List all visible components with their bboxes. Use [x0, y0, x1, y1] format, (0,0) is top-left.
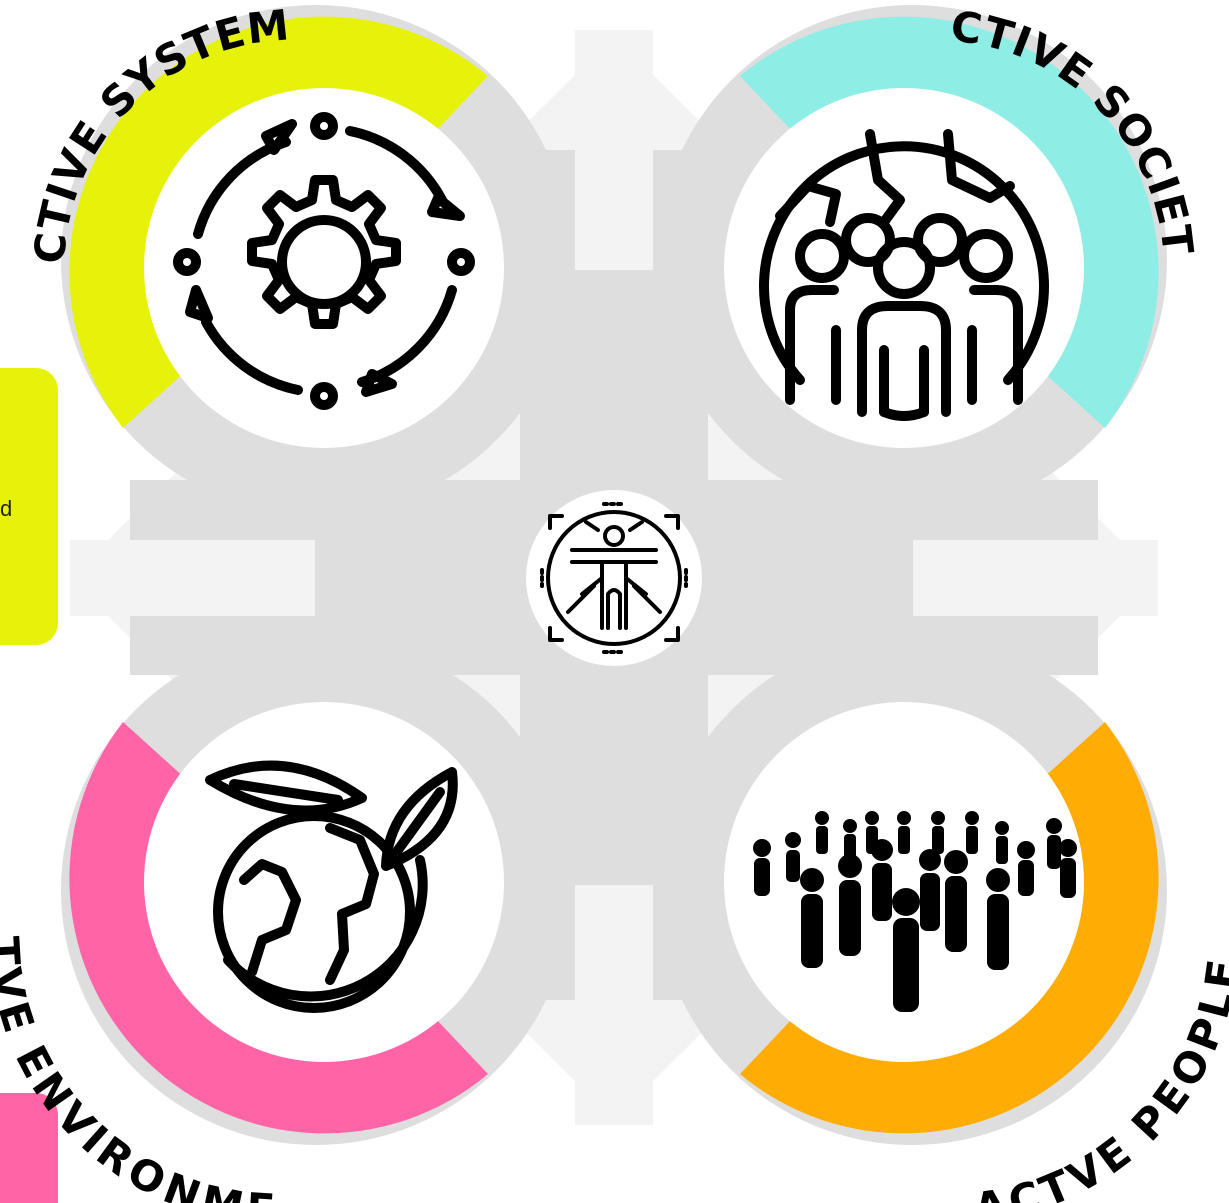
earth-leaves-icon [205, 760, 458, 1013]
side-card-yellow: d [0, 368, 58, 645]
crowd-icon [753, 811, 1077, 1012]
track-cutouts [70, 30, 1158, 1125]
side-card-yellow-text: d [0, 496, 13, 521]
vitruvian-man-icon [540, 502, 688, 654]
community-globe-icon [759, 129, 1049, 421]
side-card-pink [0, 1093, 58, 1203]
center-disc [526, 490, 702, 666]
people-disc [724, 702, 1084, 1062]
gear-cycle-icon [173, 112, 475, 410]
